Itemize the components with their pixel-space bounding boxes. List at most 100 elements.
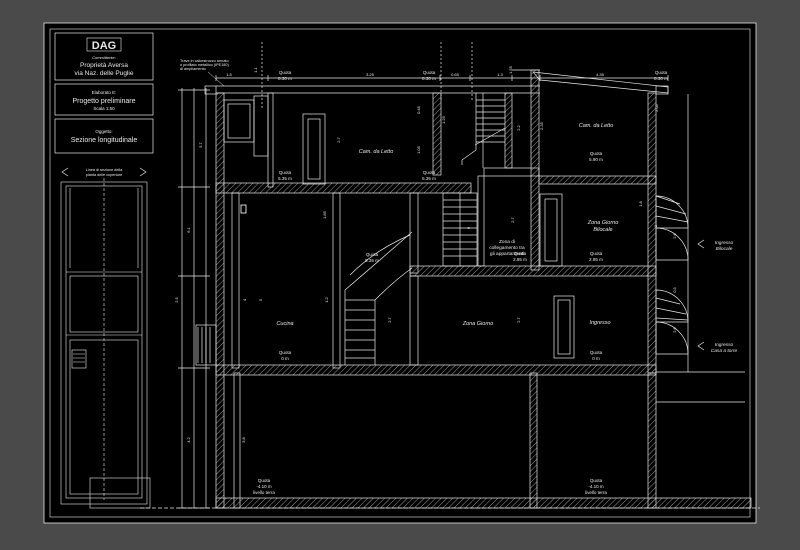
entrance-arrow-bilocale-icon	[697, 239, 705, 249]
dimension-label: 2.7	[510, 216, 515, 222]
level-label: Quota	[423, 70, 436, 75]
dimension-label: 2.6	[672, 232, 677, 238]
room-cucina: Cucina	[276, 321, 293, 327]
beam-note-1: Trave in calcestruzzo armato	[180, 59, 229, 63]
level-label: Quota	[655, 70, 668, 75]
level-value: -4.10 m	[588, 484, 604, 489]
level-ground: livello terra	[585, 490, 607, 495]
dimension-labels: 1.5 3.25 0.65 1.3 4.35 6.1 4.2 2.5 5.7 3…	[174, 65, 677, 442]
entrance-casa-1: Ingresso	[715, 342, 734, 348]
dimension-label: 2.05	[654, 103, 659, 112]
title-box-object	[54, 118, 154, 154]
level-tag-830-b: Quota 8.30 m	[422, 70, 436, 81]
client-line-1: Proprietà Aversa	[80, 62, 128, 69]
level-tag-295-a: Quota 2.95 m	[513, 251, 527, 262]
keyplan-label-2: pianta delle coperture	[86, 173, 123, 177]
drawing-label: Elaborato E:	[92, 90, 117, 95]
dimension-label: 2.7	[387, 316, 392, 322]
dimension-label: 2.6	[672, 326, 677, 332]
level-tag-minus-410-b: Quota -4.10 m livello terra	[585, 478, 607, 495]
level-label: Quota	[279, 350, 292, 355]
room-zona-giorno: Zona Giorno	[462, 321, 494, 327]
dimension-label: 1.55	[508, 65, 513, 74]
title-box-client	[54, 32, 154, 81]
room-ingresso: Ingresso	[589, 320, 610, 326]
level-value: 8.30 m	[422, 76, 436, 81]
section-arrow-left-icon	[61, 167, 69, 177]
key-plan	[60, 178, 151, 509]
level-label: Quota	[590, 478, 603, 483]
level-value: 0 m	[281, 356, 289, 361]
dimension-label: 2.7	[516, 316, 521, 322]
dimension-label: 5.7	[198, 141, 203, 147]
room-zona-giorno-bilocale-2: Bilocale	[593, 227, 612, 233]
level-value: 5.35 m	[365, 258, 379, 263]
level-label: Quota	[590, 350, 603, 355]
level-label: Quota	[590, 151, 603, 156]
beam-note-2: o profilato metallico (IPE180)	[180, 63, 229, 67]
object-title: Sezione longitudinale	[71, 137, 138, 144]
dimension-label: 4.2	[186, 436, 191, 442]
level-tag-830-a: Quota 8.30 m	[278, 70, 292, 81]
dimension-label: 4.35	[596, 72, 605, 77]
drawing-title: Progetto preliminare	[72, 98, 135, 105]
room-cam-letto-1: Cam. da Letto	[359, 149, 394, 155]
level-label: Quota	[514, 251, 527, 256]
level-label: Quota	[366, 252, 379, 257]
dimension-label: 1.25	[441, 115, 446, 124]
dimension-label: 3.25	[366, 72, 375, 77]
level-label: Quota	[279, 70, 292, 75]
company-logo: DAG	[86, 37, 122, 52]
level-value: 5.35 m	[422, 176, 436, 181]
drawing-scale: Scala 1:50	[93, 106, 115, 111]
entrance-bilocale-2: Bilocale	[716, 246, 733, 252]
logo-text: DAG	[92, 40, 116, 52]
dimension-label: 2.35	[539, 121, 544, 130]
dimension-label: 6.1	[186, 226, 191, 232]
dimension-label: 1.3	[497, 72, 503, 77]
level-value: 8.30 m	[278, 76, 292, 81]
room-collegamento-1: Zona di	[499, 239, 515, 245]
room-cam-letto-2: Cam. da Letto	[579, 123, 614, 129]
level-label: Quota	[423, 170, 436, 175]
section-drawing	[140, 42, 760, 509]
level-label: Quota	[590, 251, 603, 256]
room-collegamento-3: gli appartamenti	[490, 251, 524, 257]
dimension-label: 1.05	[416, 145, 421, 154]
level-value: 2.95 m	[513, 257, 527, 262]
room-zona-giorno-bilocale-1: Zona Giorno	[587, 220, 619, 226]
level-tag-590: Quota 5.90 m	[589, 151, 603, 162]
dimension-label: 0.65	[451, 72, 460, 77]
dimension-label: 1.8	[638, 200, 643, 206]
dimension-label: 0.5	[672, 286, 677, 292]
level-tag-minus-410-a: Quota -4.10 m livello terra	[253, 478, 275, 495]
object-label: Oggetto:	[95, 129, 112, 134]
level-label: Quota	[258, 478, 271, 483]
level-value: 0 m	[592, 356, 600, 361]
dimension-label: 4	[242, 298, 247, 301]
dimension-label: 2.5	[174, 296, 179, 302]
client-label: Committente:	[92, 55, 116, 60]
entrance-arrow-casa-icon	[697, 341, 705, 351]
level-tag-535-c: Quota 5.35 m	[365, 252, 379, 263]
keyplan-label-1: Linea di sezione della	[86, 168, 123, 172]
dimension-label: 2.7	[336, 136, 341, 142]
entrance-bilocale-1: Ingresso	[715, 240, 734, 246]
dimension-label: 1.1	[253, 66, 258, 72]
dimension-label: 1.2	[324, 296, 329, 302]
dimension-label: 3	[653, 224, 658, 227]
dimension-label: 5	[258, 298, 263, 301]
dimension-label: 1.5	[226, 72, 232, 77]
level-tag-295-b: Quota 2.95 m	[589, 251, 603, 262]
client-line-2: via Naz. delle Puglie	[75, 70, 134, 77]
level-tag-535-a: Quota 5.35 m	[278, 170, 292, 181]
beam-note-leader	[207, 71, 225, 87]
dimension-label: 2.2	[516, 124, 521, 130]
level-value: -4.10 m	[256, 484, 272, 489]
dimension-label: 3.8	[241, 436, 246, 442]
level-value: 2.95 m	[589, 257, 603, 262]
title-box-drawing	[54, 83, 154, 116]
level-ground: livello terra	[253, 490, 275, 495]
entrance-casa-2: Casa a torre	[711, 348, 738, 354]
